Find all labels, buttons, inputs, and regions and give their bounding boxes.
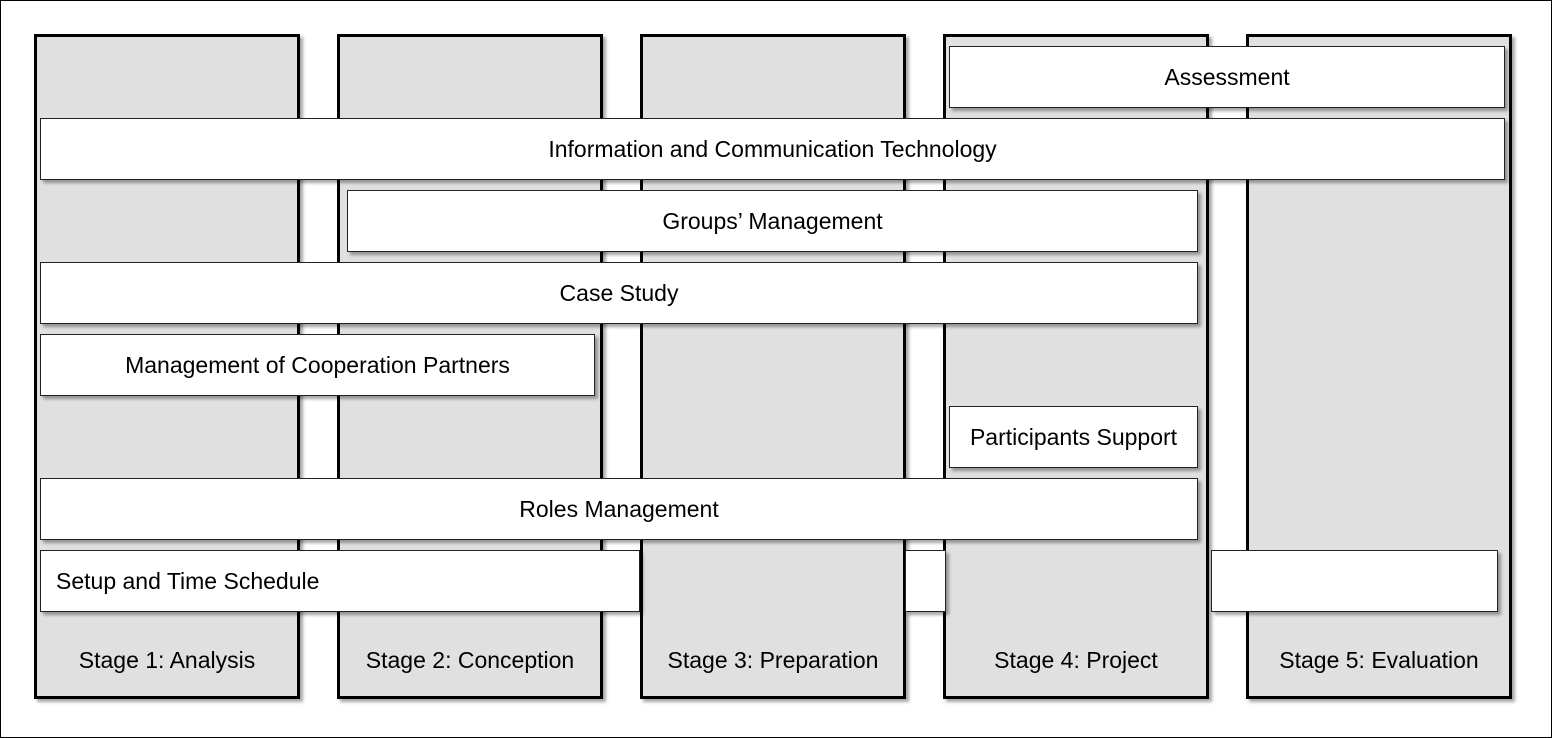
groups-management-label: Groups’ Management: [662, 207, 883, 234]
case-study-bar: Case Study: [40, 262, 1198, 324]
participants-support-label: Participants Support: [969, 423, 1178, 450]
stage-2-label: Stage 2: Conception: [365, 647, 575, 673]
setup-schedule-segment-end: [1211, 550, 1498, 612]
roles-management-bar: Roles Management: [40, 478, 1198, 540]
cooperation-partners-label: Management of Cooperation Partners: [125, 351, 510, 378]
setup-schedule-bar: Setup and Time Schedule: [40, 550, 640, 612]
participants-support-bar: Participants Support: [949, 406, 1198, 468]
stage-5-label: Stage 5: Evaluation: [1279, 647, 1479, 673]
ict-bar: Information and Communication Technology: [40, 118, 1505, 180]
assessment-label: Assessment: [1164, 63, 1290, 90]
setup-schedule-segment: [905, 550, 946, 612]
setup-schedule-label: Setup and Time Schedule: [56, 567, 320, 594]
cooperation-partners-bar: Management of Cooperation Partners: [40, 334, 595, 396]
stage-1-label: Stage 1: Analysis: [78, 647, 256, 673]
stage-3-label: Stage 3: Preparation: [667, 647, 879, 673]
groups-management-bar: Groups’ Management: [347, 190, 1198, 252]
case-study-label: Case Study: [559, 279, 679, 306]
ict-label: Information and Communication Technology: [548, 135, 997, 162]
assessment-bar: Assessment: [949, 46, 1505, 108]
roles-management-label: Roles Management: [519, 495, 719, 522]
stage-4-label: Stage 4: Project: [994, 647, 1158, 673]
